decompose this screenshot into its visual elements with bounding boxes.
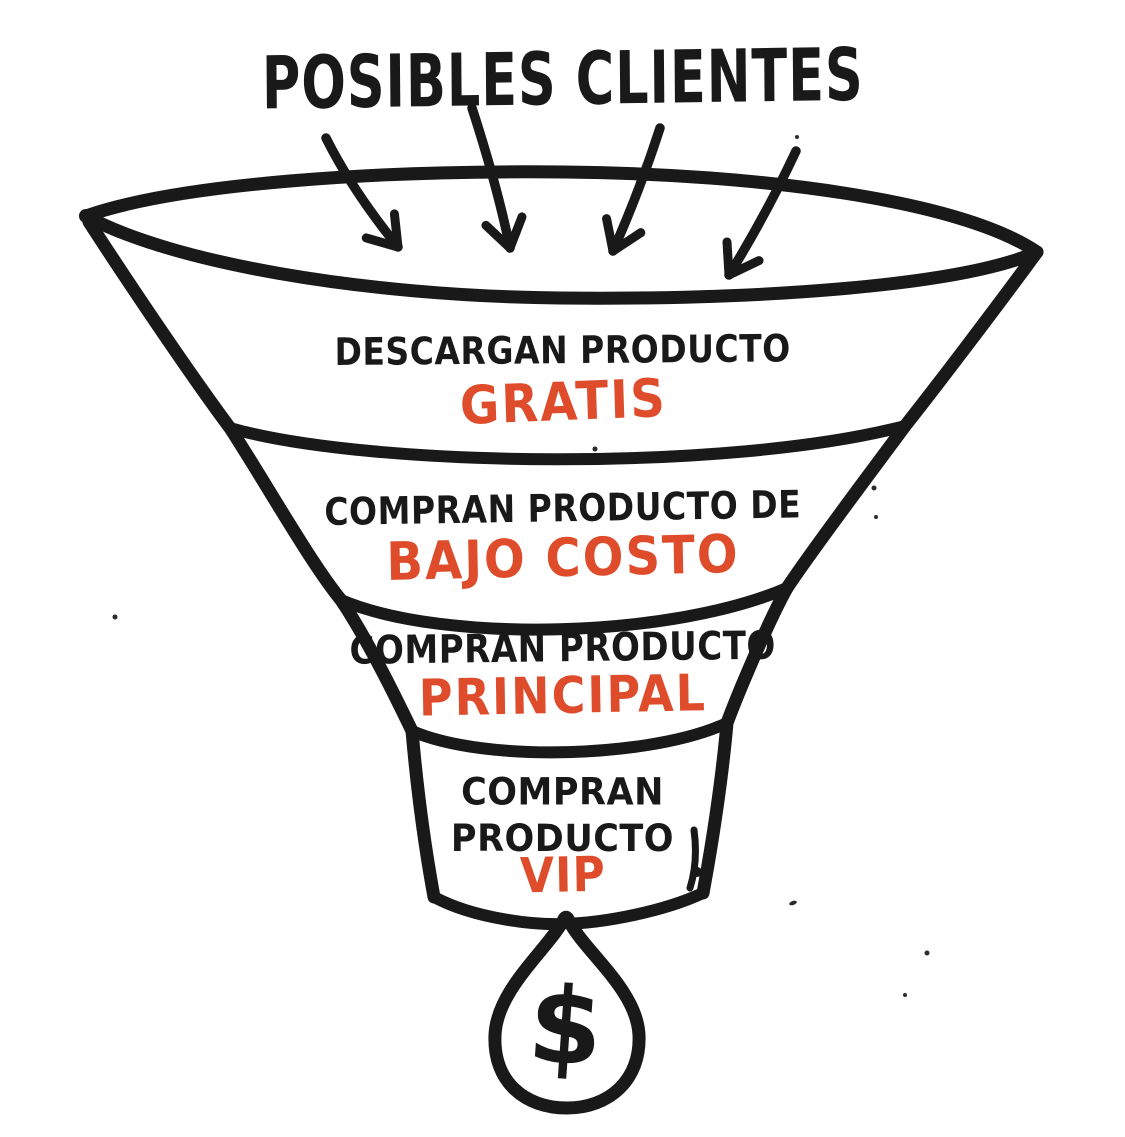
inflow-arrows <box>321 103 801 280</box>
inflow-arrow-icon <box>602 123 665 256</box>
money-drop-icon <box>488 911 646 1115</box>
inflow-arrow-icon <box>321 133 403 252</box>
funnel-left-edge <box>82 215 441 904</box>
ink-specks <box>112 135 930 997</box>
funnel-rim <box>79 165 1044 305</box>
tier-divider-3 <box>406 717 733 759</box>
spout-seam <box>686 826 699 892</box>
tier-divider-2 <box>335 582 793 636</box>
tier-divider-1 <box>224 420 911 466</box>
diagram-title: POSIBLES CLIENTES <box>261 33 864 127</box>
tier-label-text: COMPRAN PRODUCTO <box>450 771 675 861</box>
ink-knots <box>79 209 911 902</box>
tier-label: COMPRAN PRODUCTO <box>0 770 1125 862</box>
inflow-arrow-icon <box>467 103 527 253</box>
dollar-sign: $ <box>524 963 606 1091</box>
inflow-arrow-icon <box>722 146 801 280</box>
